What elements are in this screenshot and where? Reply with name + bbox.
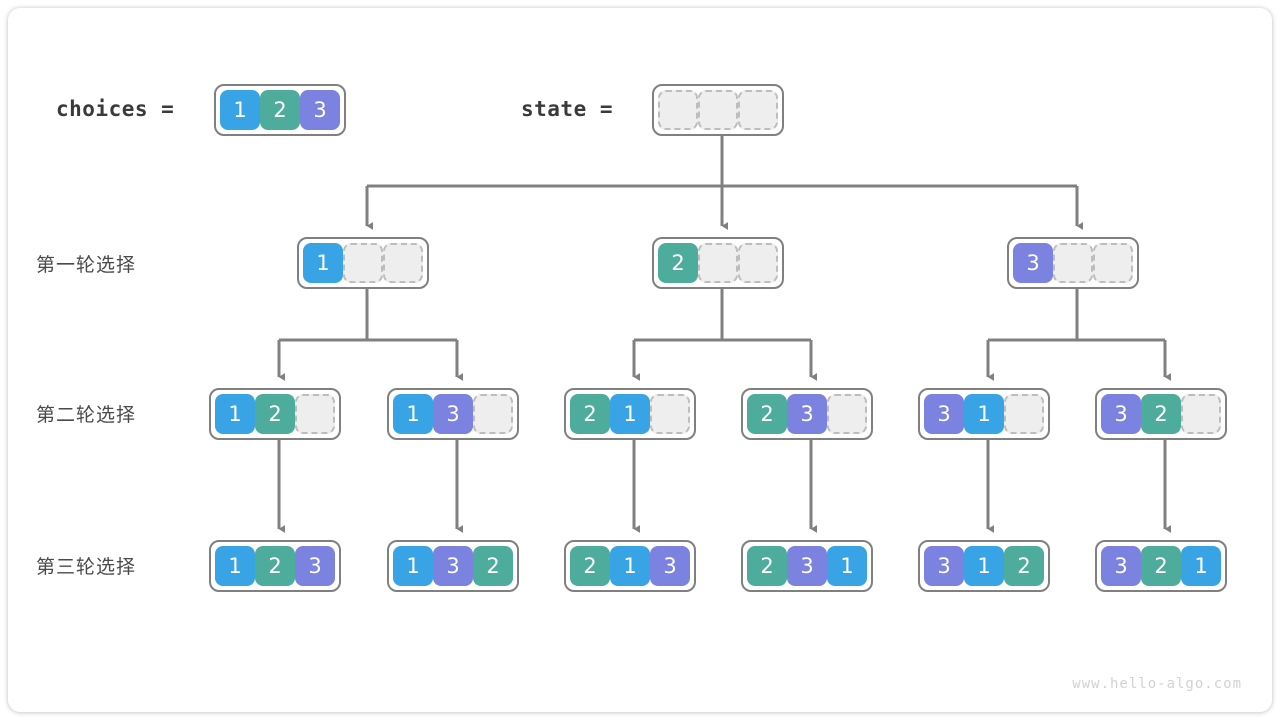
array-cell: 3 — [433, 394, 473, 434]
array-cell: 2 — [1141, 394, 1181, 434]
diagram-board — [8, 8, 1272, 712]
array-cell: 2 — [747, 394, 787, 434]
tree-node-n21: 2 1 — [564, 388, 696, 440]
array-cell: 3 — [650, 546, 690, 586]
array-cell-empty — [1004, 394, 1044, 434]
array-cell: 2 — [260, 90, 300, 130]
state-array — [652, 84, 784, 136]
array-cell-empty — [1053, 243, 1093, 283]
array-cell-empty — [473, 394, 513, 434]
array-cell: 3 — [433, 546, 473, 586]
array-cell: 3 — [295, 546, 335, 586]
array-cell: 3 — [787, 546, 827, 586]
array-cell: 1 — [393, 394, 433, 434]
array-cell: 2 — [255, 546, 295, 586]
array-cell: 1 — [827, 546, 867, 586]
array-cell-empty — [343, 243, 383, 283]
array-cell: 1 — [215, 394, 255, 434]
array-cell: 3 — [924, 394, 964, 434]
tree-node-n32: 3 2 — [1095, 388, 1227, 440]
array-cell-empty — [383, 243, 423, 283]
tree-node-n12: 1 3 — [387, 388, 519, 440]
array-cell: 1 — [610, 546, 650, 586]
array-cell: 3 — [787, 394, 827, 434]
row-label-round-3: 第三轮选择 — [36, 556, 137, 578]
array-cell: 1 — [964, 546, 1004, 586]
tree-node-n3: 3 — [1007, 237, 1139, 289]
tree-node-n1: 1 — [297, 237, 429, 289]
tree-node-n321: 3 2 1 — [1095, 540, 1227, 592]
array-cell-empty — [295, 394, 335, 434]
array-cell-empty — [1181, 394, 1221, 434]
array-cell: 1 — [220, 90, 260, 130]
array-cell: 3 — [924, 546, 964, 586]
row-label-round-2: 第二轮选择 — [36, 404, 137, 426]
tree-node-n221: 2 3 1 — [741, 540, 873, 592]
array-cell: 1 — [964, 394, 1004, 434]
tree-node-n211: 2 1 3 — [564, 540, 696, 592]
array-cell: 2 — [658, 243, 698, 283]
array-cell: 1 — [393, 546, 433, 586]
array-cell: 2 — [473, 546, 513, 586]
tree-node-n22: 2 3 — [741, 388, 873, 440]
array-cell-empty — [738, 90, 778, 130]
array-cell: 2 — [255, 394, 295, 434]
array-cell-empty — [1093, 243, 1133, 283]
array-cell: 1 — [215, 546, 255, 586]
tree-node-n121: 1 3 2 — [387, 540, 519, 592]
tree-node-n11: 1 2 — [209, 388, 341, 440]
array-cell: 1 — [1181, 546, 1221, 586]
array-cell: 2 — [570, 546, 610, 586]
row-label-round-1: 第一轮选择 — [36, 254, 137, 276]
array-cell: 2 — [1004, 546, 1044, 586]
array-cell: 3 — [300, 90, 340, 130]
choices-array: 1 2 3 — [214, 84, 346, 136]
array-cell-empty — [658, 90, 698, 130]
choices-label: choices = — [56, 97, 175, 121]
array-cell: 3 — [1101, 394, 1141, 434]
tree-node-n2: 2 — [652, 237, 784, 289]
watermark: www.hello-algo.com — [1072, 676, 1242, 692]
array-cell: 3 — [1013, 243, 1053, 283]
array-cell-empty — [650, 394, 690, 434]
tree-node-n31: 3 1 — [918, 388, 1050, 440]
array-cell: 2 — [570, 394, 610, 434]
tree-node-n111: 1 2 3 — [209, 540, 341, 592]
array-cell-empty — [827, 394, 867, 434]
array-cell-empty — [698, 90, 738, 130]
array-cell: 3 — [1101, 546, 1141, 586]
array-cell: 2 — [747, 546, 787, 586]
array-cell: 1 — [610, 394, 650, 434]
array-cell: 1 — [303, 243, 343, 283]
array-cell-empty — [698, 243, 738, 283]
state-label: state = — [521, 97, 614, 121]
tree-node-n311: 3 1 2 — [918, 540, 1050, 592]
array-cell-empty — [738, 243, 778, 283]
array-cell: 2 — [1141, 546, 1181, 586]
